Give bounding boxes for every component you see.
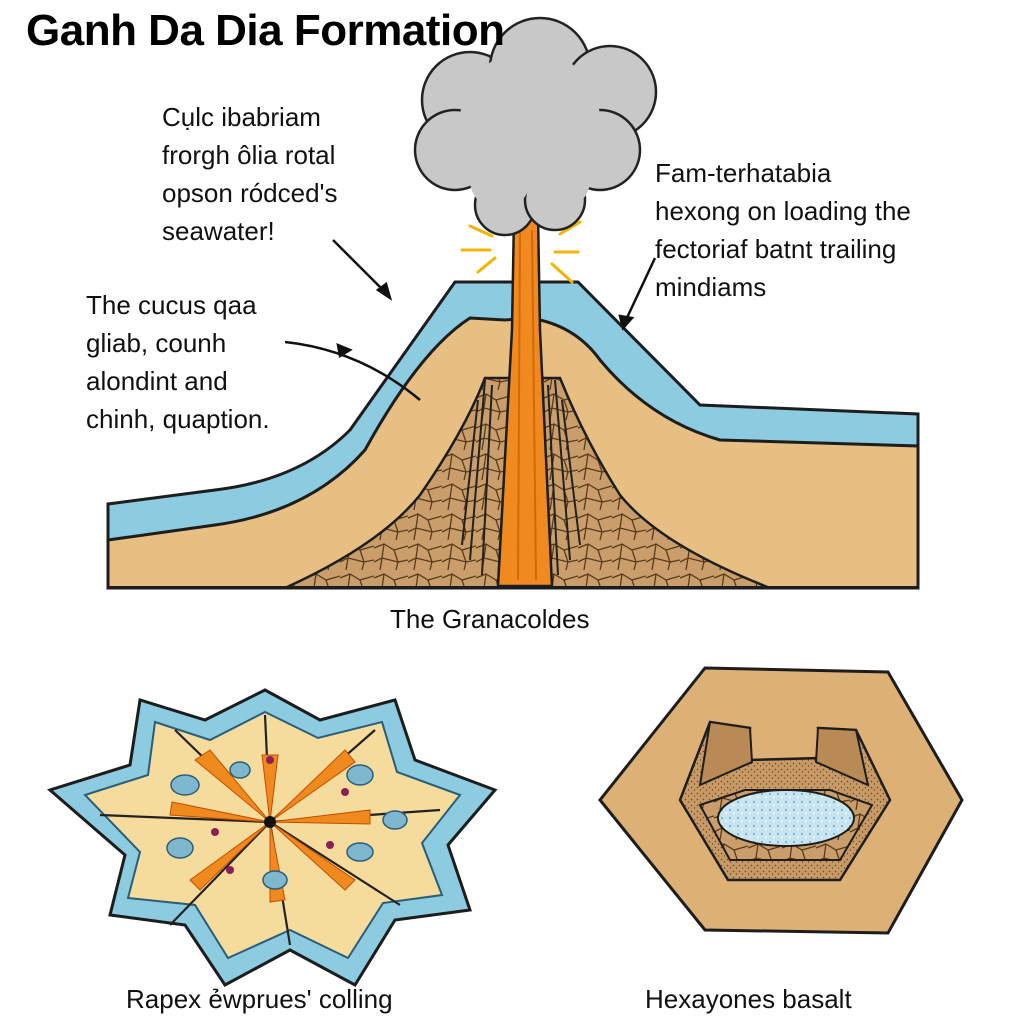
annotation-top-left: Cụlc ibabriam frorgh ôlia rotal opson ró…: [162, 98, 338, 250]
caption-star: Rapex ẻwprues' colling: [126, 984, 393, 1014]
annotation-line: Cụlc ibabriam: [162, 102, 321, 132]
annotation-line: seawater!: [162, 216, 275, 246]
radial-cooling-star: [46, 688, 498, 987]
spark-lines: [460, 220, 582, 284]
hexagonal-basalt: [598, 666, 964, 935]
annotation-line: chinh, quaption.: [86, 404, 270, 434]
annotation-line: alondint and: [86, 366, 228, 396]
annotation-line: fectoriaf batnt trailing: [655, 234, 897, 264]
annotation-line: Fam-terhatabia: [655, 158, 832, 188]
annotation-line: mindiams: [655, 272, 767, 302]
annotation-arrows: [284, 239, 657, 401]
annotation-line: gliab, counh: [86, 328, 227, 358]
annotation-top-right: Fam-terhatabia hexong on loading the fec…: [655, 154, 911, 306]
page-title: Ganh Da Dia Formation: [26, 6, 505, 55]
fissure-lines: [461, 379, 581, 576]
caption-cross-section: The Granacoldes: [390, 604, 590, 634]
caption-hexagon: Hexayones basalt: [645, 984, 852, 1014]
annotation-left: The cucus qaa gliab, counh alondint and …: [86, 286, 270, 438]
annotation-line: hexong on loading the: [655, 196, 911, 226]
annotation-line: The cucus qaa: [86, 290, 257, 320]
water-pool: [717, 789, 855, 847]
volcano-cross-section: [106, 213, 920, 590]
annotation-line: frorgh ôlia rotal: [162, 140, 336, 170]
annotation-line: opson ródced's: [162, 178, 338, 208]
